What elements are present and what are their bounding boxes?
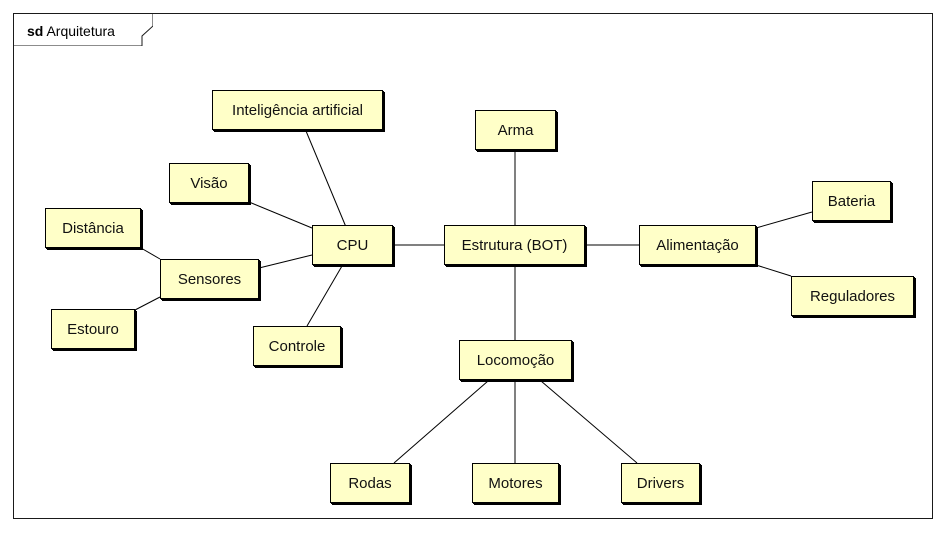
node-rodas[interactable]: Rodas bbox=[330, 463, 410, 503]
frame-title: sd Arquitetura bbox=[27, 23, 115, 39]
edge-sensores-estouro bbox=[134, 296, 161, 311]
edge-cpu-visao bbox=[248, 201, 313, 229]
node-reguladores[interactable]: Reguladores bbox=[791, 276, 914, 316]
node-cpu[interactable]: CPU bbox=[312, 225, 393, 265]
node-alimentacao[interactable]: Alimentação bbox=[639, 225, 756, 265]
node-visao[interactable]: Visão bbox=[169, 163, 249, 203]
node-estouro[interactable]: Estouro bbox=[51, 309, 135, 349]
frame-title-tab: sd Arquitetura bbox=[13, 13, 153, 46]
node-drivers[interactable]: Drivers bbox=[621, 463, 700, 503]
node-locomocao[interactable]: Locomoção bbox=[459, 340, 572, 380]
node-sensores[interactable]: Sensores bbox=[160, 259, 259, 299]
edge-alimentacao-reguladores bbox=[755, 264, 792, 277]
edge-cpu-sensores bbox=[258, 254, 313, 269]
edge-cpu-ia bbox=[305, 130, 347, 228]
node-distancia[interactable]: Distância bbox=[45, 208, 141, 248]
frame-keyword: sd bbox=[27, 23, 44, 39]
node-inteligencia-artificial[interactable]: Inteligência artificial bbox=[212, 90, 383, 130]
node-bateria[interactable]: Bateria bbox=[812, 181, 891, 221]
edge-sensores-distancia bbox=[140, 247, 161, 260]
sequence-diagram-frame bbox=[13, 13, 933, 519]
edge-locomocao-rodas bbox=[393, 380, 489, 464]
edge-alimentacao-bateria bbox=[755, 211, 813, 229]
edge-cpu-controle bbox=[306, 265, 343, 327]
node-motores[interactable]: Motores bbox=[472, 463, 559, 503]
edge-locomocao-drivers bbox=[540, 380, 638, 464]
frame-name: Arquitetura bbox=[46, 23, 115, 39]
node-controle[interactable]: Controle bbox=[253, 326, 341, 366]
node-estrutura-bot[interactable]: Estrutura (BOT) bbox=[444, 225, 585, 265]
node-arma[interactable]: Arma bbox=[475, 110, 556, 150]
